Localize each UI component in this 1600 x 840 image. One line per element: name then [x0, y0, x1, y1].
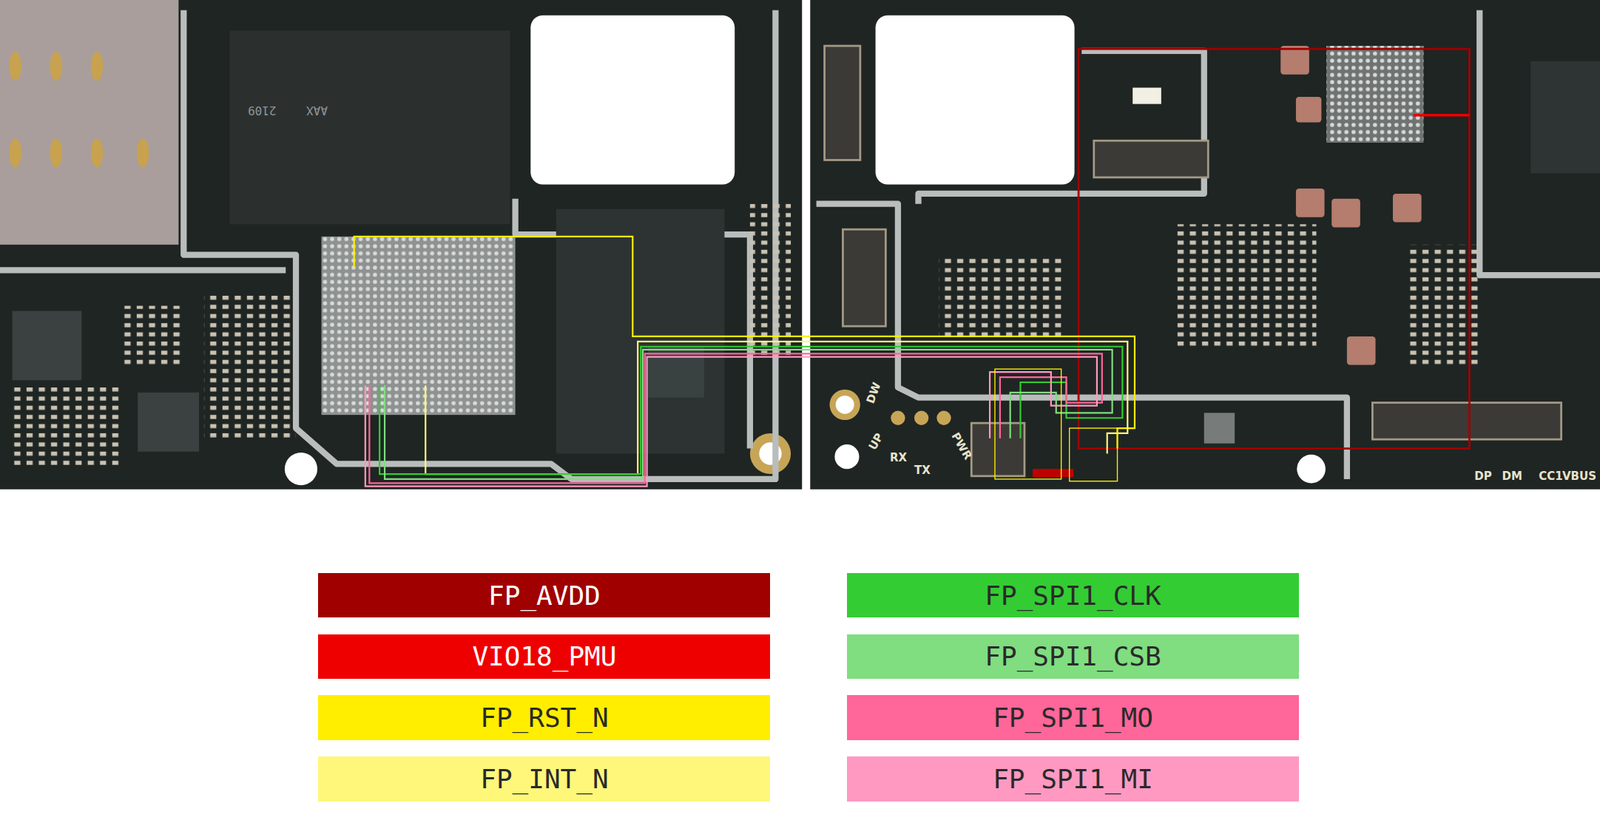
pmic-balls	[1326, 45, 1424, 143]
trace	[365, 357, 1097, 487]
smd-area	[750, 204, 791, 358]
legend-label: FP_AVDD	[488, 580, 601, 612]
legend-label: FP_SPI1_CLK	[984, 580, 1161, 612]
legend-label: FP_SPI1_MO	[992, 702, 1154, 734]
vio18-trace	[1032, 468, 1074, 478]
silkscreen-label: PWR	[949, 430, 974, 461]
trace	[354, 236, 1135, 450]
ic	[12, 310, 83, 381]
right-board	[809, 0, 1600, 490]
board-notch	[1296, 454, 1326, 484]
sim-contacts	[8, 51, 149, 168]
pmic	[1326, 45, 1424, 143]
connector	[842, 229, 886, 327]
smd-area	[1173, 224, 1316, 347]
trace	[369, 353, 1102, 484]
legend-label: VIO18_PMU	[471, 641, 617, 672]
legend-label: FP_SPI1_MI	[992, 764, 1154, 795]
legend-swatch: FP_INT_N	[318, 756, 771, 802]
test-pad	[890, 411, 905, 426]
ic	[1204, 412, 1235, 444]
silkscreen-label: CC1	[1538, 471, 1563, 483]
inductor	[1295, 96, 1322, 123]
legend-label: FP_RST_N	[480, 702, 609, 734]
contact	[50, 138, 63, 168]
silkscreen-label: VBUS	[1562, 471, 1597, 483]
legend-swatch: FP_SPI1_CSB	[846, 634, 1299, 680]
legend-swatch: VIO18_PMU	[318, 634, 771, 680]
silkscreen-label: UP	[866, 431, 886, 453]
contact	[90, 138, 104, 168]
mount-hole	[835, 395, 855, 415]
inductor	[1295, 188, 1325, 218]
board-cutout	[875, 15, 1075, 185]
smd-area	[122, 306, 185, 368]
contact	[50, 51, 63, 81]
cpu-balls	[321, 236, 516, 415]
contact	[136, 138, 150, 168]
cpu-bga	[321, 236, 516, 415]
shield-frame	[183, 10, 776, 480]
contact	[90, 51, 104, 81]
trace	[1069, 428, 1118, 482]
legend-swatch: FP_SPI1_MI	[846, 756, 1299, 802]
fp-connector	[971, 423, 1025, 477]
shield-frame	[1479, 10, 1600, 276]
legend-swatch: FP_AVDD	[318, 573, 771, 619]
connector	[824, 45, 861, 160]
chip-marking: AAX	[306, 104, 328, 117]
trace	[379, 346, 1123, 475]
legend-swatch: FP_RST_N	[318, 695, 771, 741]
board-cutout	[530, 15, 735, 185]
inductor	[1347, 336, 1376, 366]
trace	[384, 349, 1113, 480]
smd-area	[938, 255, 1062, 337]
left-board	[0, 0, 802, 490]
legend-swatch: FP_SPI1_CLK	[846, 573, 1299, 619]
sim-tray	[0, 0, 179, 245]
ic	[1530, 61, 1600, 174]
board-notch	[834, 444, 859, 469]
vio18-trace	[1413, 113, 1470, 117]
trace	[994, 369, 1062, 480]
shield-frame	[0, 10, 1600, 480]
contact	[8, 138, 22, 168]
shield-frame	[0, 267, 286, 273]
silkscreen-label: RX	[889, 452, 907, 464]
connector	[1094, 140, 1209, 178]
legend-swatch: FP_SPI1_MO	[846, 695, 1299, 741]
test-pad	[936, 411, 951, 426]
smd-area	[204, 295, 296, 439]
led	[1132, 88, 1162, 105]
mount-hole	[829, 389, 861, 421]
inductor	[1280, 45, 1310, 75]
signal-traces	[354, 236, 1135, 487]
legend-label: FP_INT_N	[480, 764, 609, 795]
trace	[425, 341, 1128, 475]
inductor	[1331, 198, 1361, 228]
silkscreen-label: DP	[1474, 471, 1492, 483]
contact	[8, 51, 22, 81]
board-notch	[284, 452, 318, 486]
test-pad	[914, 411, 929, 426]
silkscreen-label: DM	[1502, 471, 1523, 483]
memory-chip	[229, 30, 510, 225]
inductor	[1392, 193, 1422, 223]
legend-label: FP_SPI1_CSB	[984, 641, 1161, 672]
ic	[137, 392, 199, 452]
silkscreen-label: TX	[914, 465, 931, 477]
connector	[1372, 403, 1561, 441]
chip-marking: 2109	[247, 104, 277, 117]
shield-frame	[918, 51, 1205, 205]
silkscreen-label: DW	[865, 380, 884, 405]
fp-avdd-trace	[1078, 48, 1470, 449]
smd-area	[10, 387, 123, 469]
mount-hole	[750, 433, 791, 475]
